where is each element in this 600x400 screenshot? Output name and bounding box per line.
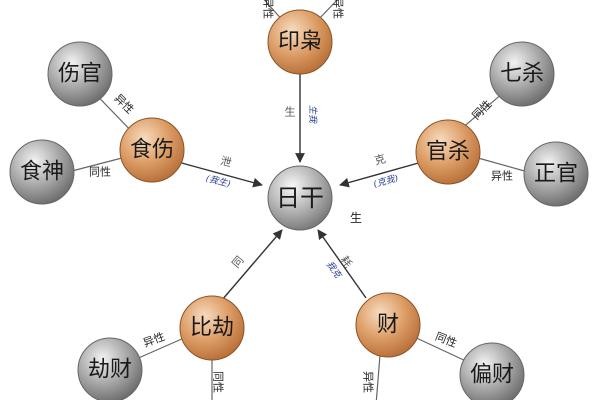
line-right-outer-bottom [477,157,529,173]
node-shangguan: 伤官 [47,41,113,107]
node-zhengguan: 正官 [523,141,589,207]
node-yinxiao: 印枭 [267,9,333,75]
arrow-bl-label: 同 [229,254,246,271]
node-cai: 财 [355,292,421,358]
arrow-left [177,161,263,188]
arrow-right-label: 克 [373,152,387,167]
node-zhengguan-label: 正官 [534,162,578,187]
node-bijie-label: 比劫 [190,316,234,341]
arrow-top-label: 生 [285,105,296,119]
arrow-top-note: 生我 [307,105,318,124]
node-yinxiao-label: 印枭 [278,30,322,55]
node-guansha: 官杀 [415,119,481,185]
arrow-bottom-left [221,229,283,301]
rel-left-outer-bottom: 同性 [89,165,111,179]
node-shishen-label: 食神 [20,160,64,185]
rel-top-left: 异性 [262,0,276,19]
arrows [177,70,423,301]
node-guansha-label: 官杀 [426,140,470,165]
node-center: 日干 [267,165,333,231]
node-shangguan-label: 伤官 [58,62,102,87]
node-qisha: 七杀 [489,41,555,107]
arrow-right [339,161,423,188]
node-shishang: 食伤 [119,117,185,183]
arrow-bottom-right [317,229,367,299]
node-bijie: 比劫 [179,295,245,361]
line-bl-outer [133,337,185,361]
node-qisha-label: 七杀 [500,62,544,87]
rel-top-right: 异性 [332,0,346,19]
node-piancai: 偏财 [459,342,525,400]
node-piancai-label: 偏财 [470,363,514,388]
outer-nodes: 伤官 食神 七杀 正官 劫财 偏财 [9,41,589,400]
rel-br-bottom: 异性 [362,371,376,393]
node-cai-label: 财 [377,313,399,338]
arrow-br-label: 耗 [338,254,355,270]
rel-left-outer-top: 异性 [112,91,137,116]
line-br-bottom [375,354,381,400]
center-note: 生 [350,211,362,225]
line-left-outer-bottom [67,157,123,173]
line-br-outer [409,334,469,363]
node-jiecai-label: 劫财 [88,358,132,383]
arrow-left-label: 泄 [219,154,233,169]
node-center-label: 日干 [276,184,324,212]
rel-right-outer-bottom: 异性 [491,169,513,183]
rel-bl-bottom: 同性 [212,371,226,393]
node-jiecai: 劫财 [77,337,143,400]
rel-br-outer: 同性 [433,329,459,350]
node-shishen: 食神 [9,139,75,205]
node-shishang-label: 食伤 [130,138,174,163]
group-nodes: 印枭 食伤 官杀 比劫 财 [119,9,481,361]
